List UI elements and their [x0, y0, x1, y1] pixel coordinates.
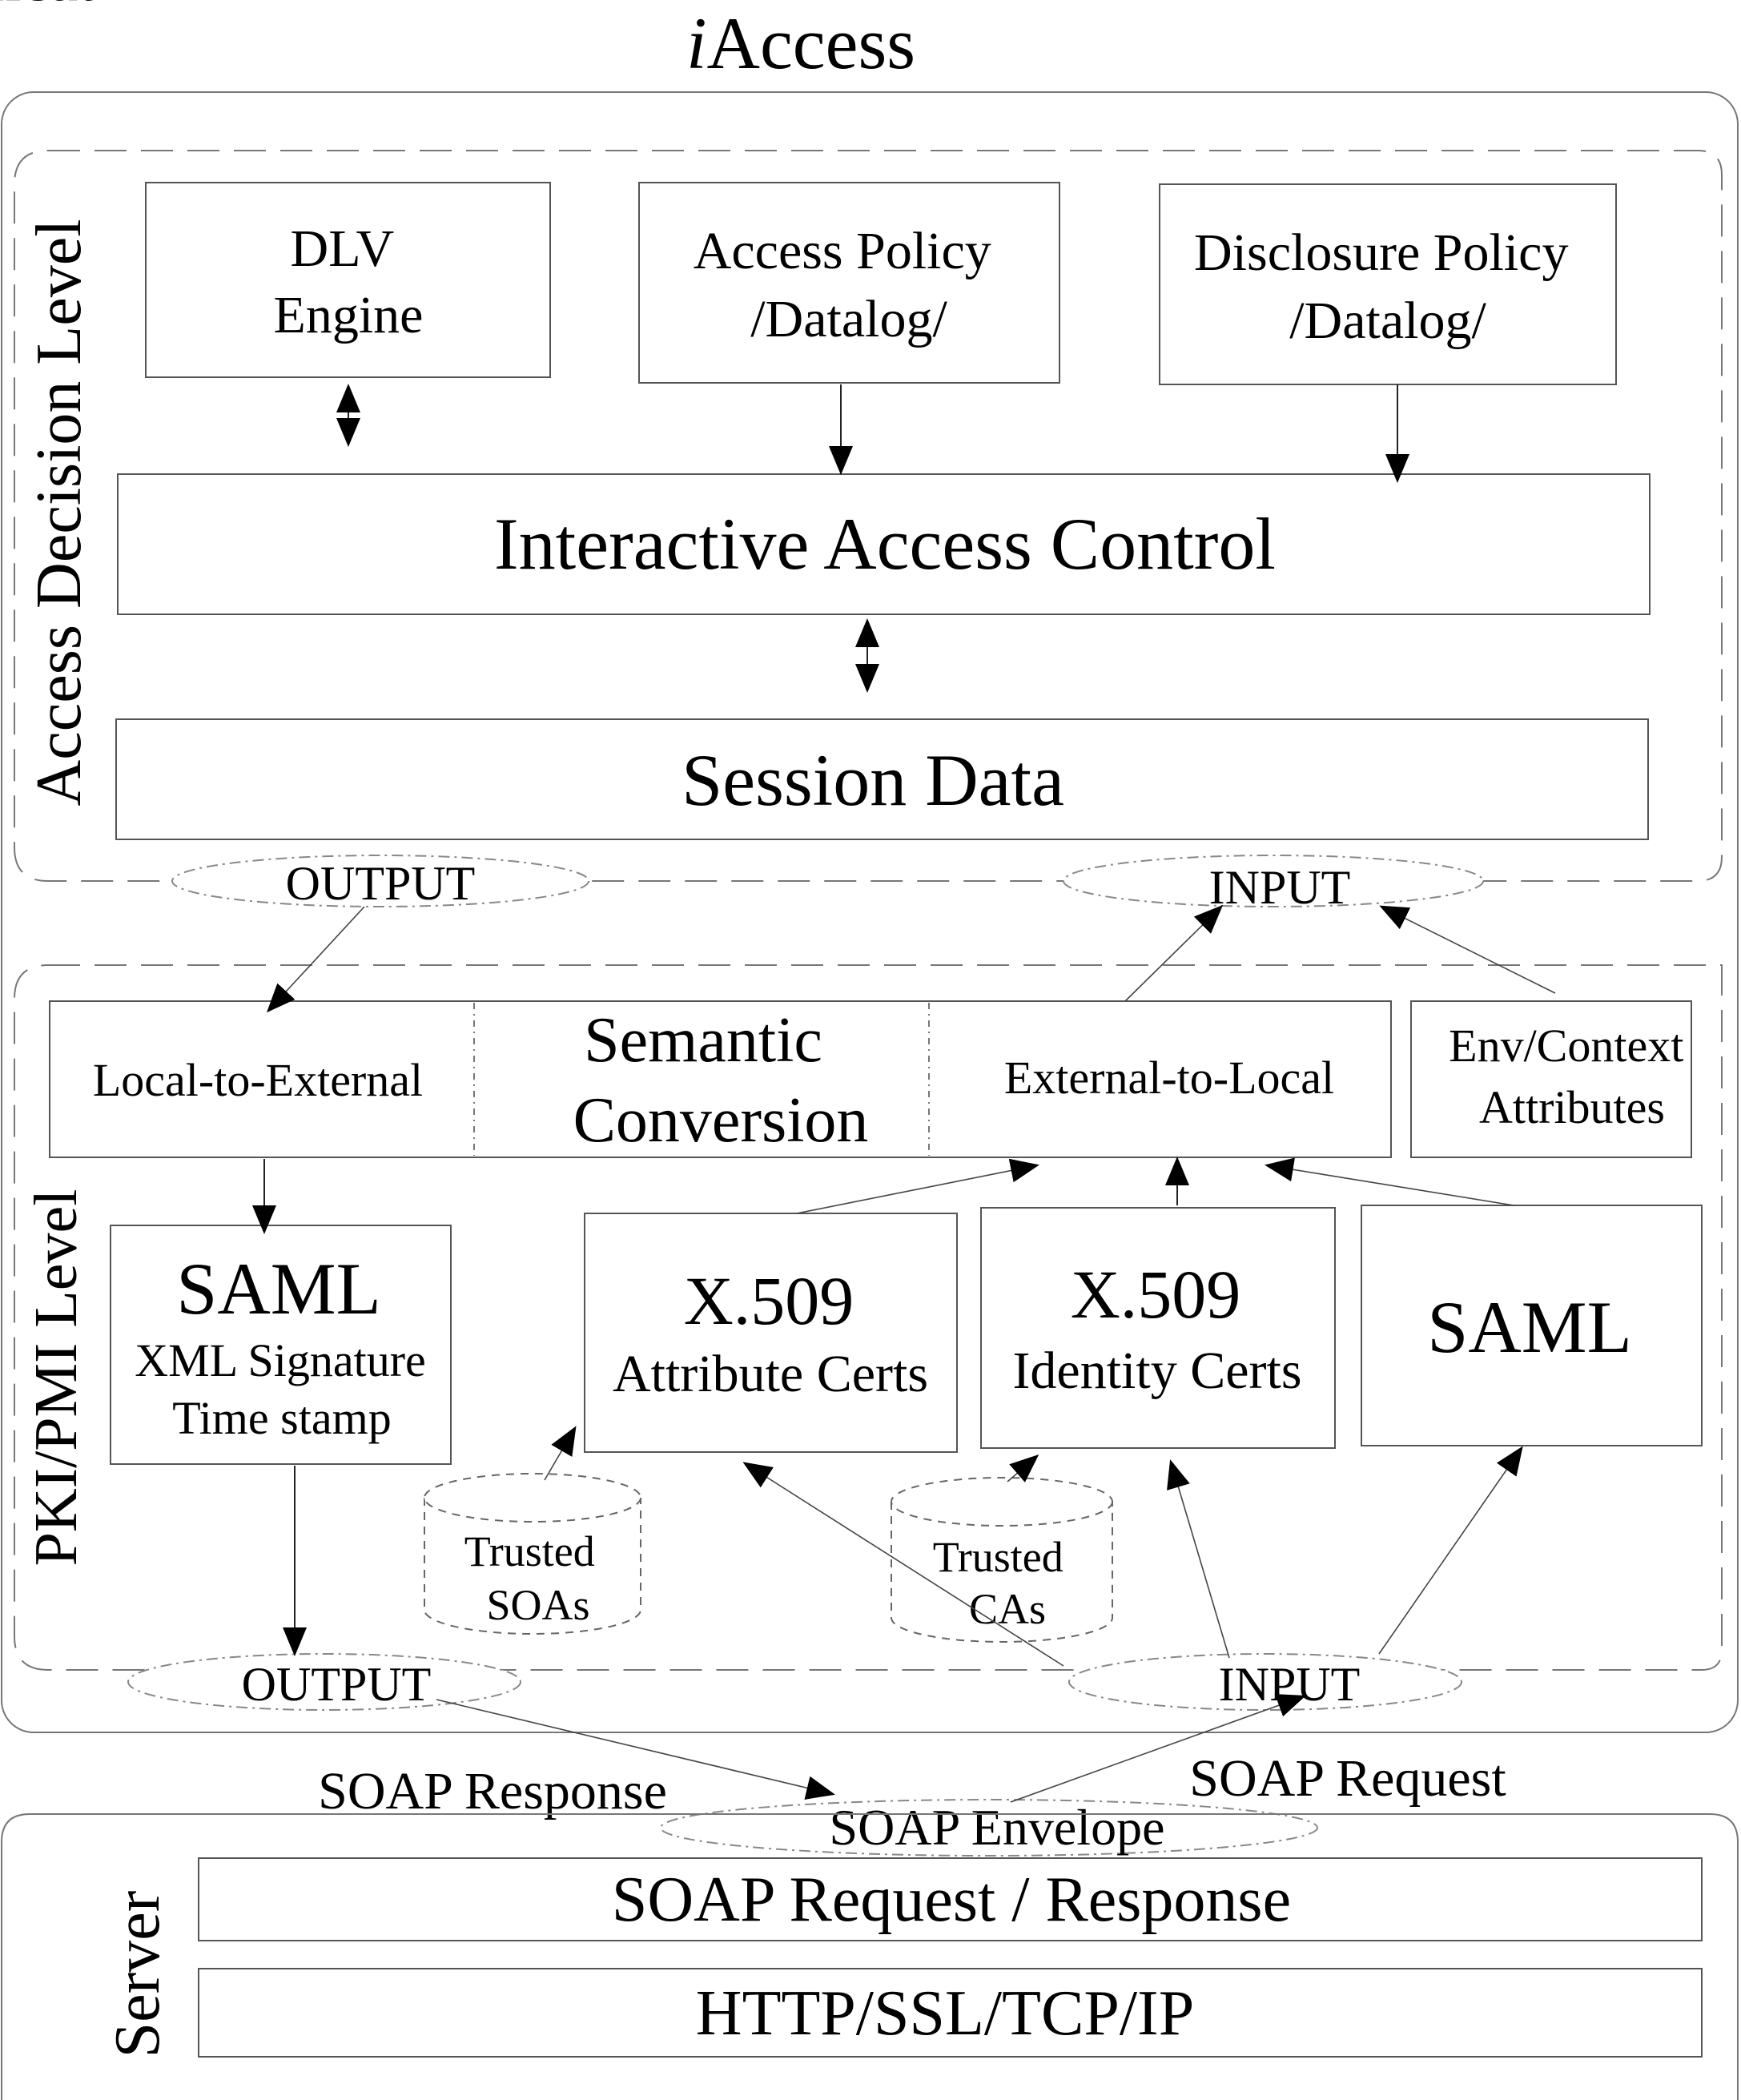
- dlv-engine-box: [145, 182, 551, 378]
- output-top-label: OUTPUT: [286, 857, 476, 910]
- saml-output-label: SAML XML Signature Time stamp: [135, 1248, 429, 1444]
- soap-request-response-label: SOAP Request / Response: [612, 1865, 1291, 1935]
- env-to-input-arrow: [1379, 905, 1556, 994]
- tomcat-frame: [1, 1813, 1739, 2100]
- input-top-ellipse: [1063, 855, 1484, 907]
- trusted-cas-to-id-certs-arrow: [1007, 1454, 1039, 1482]
- access-decision-level-label: Access Decision Level: [24, 219, 94, 806]
- http-stack-label: HTTP/SSL/TCP/IP: [696, 1978, 1194, 2049]
- envelope-to-input-arrow: [1010, 1694, 1306, 1803]
- output-to-local-external-arrow: [266, 906, 365, 1013]
- disclosure-policy-label: Disclosure Policy /Datalog/: [1194, 223, 1582, 350]
- trusted-soas-to-attr-certs-arrow: [544, 1426, 577, 1481]
- diagram-title: iAccess: [686, 2, 915, 84]
- saml-output-box: [110, 1225, 452, 1465]
- saml-input-box: [1361, 1205, 1703, 1446]
- soap-request-response-box: [198, 1857, 1703, 1941]
- output-bottom-label: OUTPUT: [242, 1658, 432, 1711]
- input-to-attr-certs-arrow: [742, 1462, 1064, 1667]
- disclosure-policy-box: [1159, 183, 1617, 385]
- pki-level-label: PKI/PMI Level: [22, 1189, 90, 1567]
- trusted-cas-store: [891, 1477, 1113, 1643]
- trusted-soas-label: Trusted SOAs: [464, 1527, 606, 1629]
- output-bottom-ellipse: [127, 1653, 521, 1711]
- tomcat-server-label-line2: Server: [103, 1891, 173, 2058]
- access-decision-region: [14, 150, 1723, 882]
- attribute-certs-label: X.509 Attribute Certs: [613, 1262, 928, 1403]
- input-top-label: INPUT: [1209, 861, 1351, 914]
- iaccess-frame: [1, 91, 1739, 1733]
- identity-certs-box: [980, 1207, 1336, 1449]
- attribute-certs-box: [584, 1213, 958, 1453]
- semantic-conversion-label: Semantic Conversion: [573, 1005, 869, 1156]
- interactive-access-control-label: Interactive Access Control: [494, 503, 1276, 585]
- trusted-soas-store: [424, 1473, 641, 1635]
- access-policy-box: [638, 182, 1060, 384]
- attr-certs-to-conversion-arrow: [796, 1158, 1039, 1214]
- pki-level-region: [14, 964, 1723, 1671]
- external-local-to-input-arrow: [1124, 904, 1224, 1002]
- dlv-engine-label: DLV Engine: [274, 219, 424, 344]
- external-to-local-label: External-to-Local: [1004, 1052, 1334, 1104]
- http-stack-box: [198, 1968, 1703, 2058]
- soap-envelope-label: SOAP Envelope: [830, 1799, 1165, 1856]
- input-to-saml-arrow: [1378, 1446, 1523, 1655]
- identity-certs-label: X.509 Identity Certs: [1012, 1256, 1301, 1400]
- soap-response-label: SOAP Response: [318, 1762, 667, 1820]
- soap-request-label: SOAP Request: [1189, 1749, 1506, 1808]
- semantic-conversion-box: [49, 1000, 1392, 1158]
- output-top-ellipse: [171, 855, 589, 907]
- session-data-label: Session Data: [682, 739, 1064, 821]
- input-bottom-label: INPUT: [1219, 1658, 1361, 1711]
- local-to-external-label: Local-to-External: [93, 1054, 423, 1106]
- output-to-envelope-arrow: [436, 1699, 835, 1800]
- session-data-box: [115, 718, 1649, 840]
- saml-in-to-conversion-arrow: [1265, 1157, 1514, 1206]
- tomcat-server-label: Tomcat: [0, 0, 95, 14]
- env-context-box: [1410, 1000, 1692, 1158]
- trusted-cas-label: Trusted CAs: [933, 1533, 1075, 1633]
- interactive-access-control-box: [117, 473, 1651, 615]
- env-context-label: Env/Context Attributes: [1449, 1020, 1695, 1133]
- saml-input-label: SAML: [1427, 1286, 1632, 1368]
- input-to-id-certs-arrow: [1167, 1459, 1230, 1659]
- access-policy-label: Access Policy /Datalog/: [694, 222, 1005, 348]
